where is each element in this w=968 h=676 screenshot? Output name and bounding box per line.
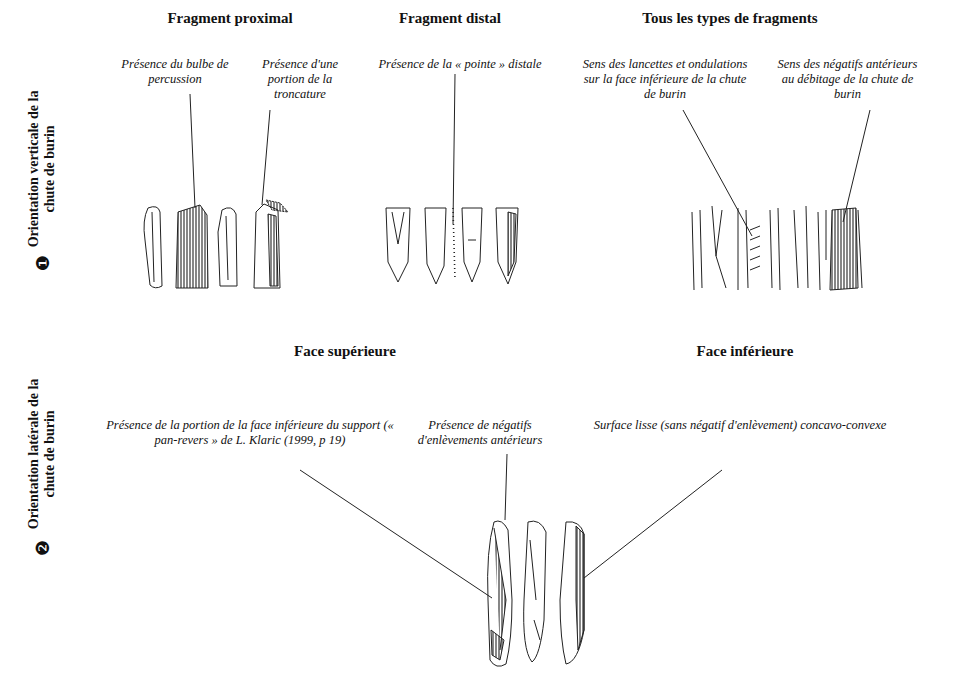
annotation: Sens des lancettes et ondulations sur la… [580, 57, 750, 102]
annotation: Surface lisse (sans négatif d'enlèvement… [565, 418, 915, 433]
side-heading: ❶ Orientation verticale de la chute de bu… [16, 80, 68, 280]
annotation: Présence de la portion de la face inféri… [100, 418, 400, 448]
annotation: Présence de négatifs d'enlèvements antér… [405, 418, 555, 448]
column-heading: Fragment proximal [150, 10, 310, 27]
column-heading: Tous les types de fragments [620, 10, 840, 27]
side-heading: ❷ Orientation latérale de la chute de bur… [16, 365, 68, 565]
column-heading: Fragment distal [380, 10, 520, 27]
axis-heading: Orientation verticale de la chute de bur… [26, 89, 58, 249]
column-heading: Face inférieure [655, 343, 835, 360]
callout-number: ❶ [32, 255, 53, 271]
annotation: Sens des négatifs antérieurs au débitage… [770, 57, 925, 102]
annotation: Présence d'une portion de la troncature [250, 57, 350, 102]
axis-heading: Orientation latérale de la chute de buri… [26, 374, 58, 534]
callout-number: ❷ [32, 540, 53, 556]
annotation: Présence du bulbe de percussion [110, 57, 240, 87]
annotation: Présence de la « pointe » distale [360, 57, 560, 72]
column-heading: Face supérieure [255, 343, 435, 360]
